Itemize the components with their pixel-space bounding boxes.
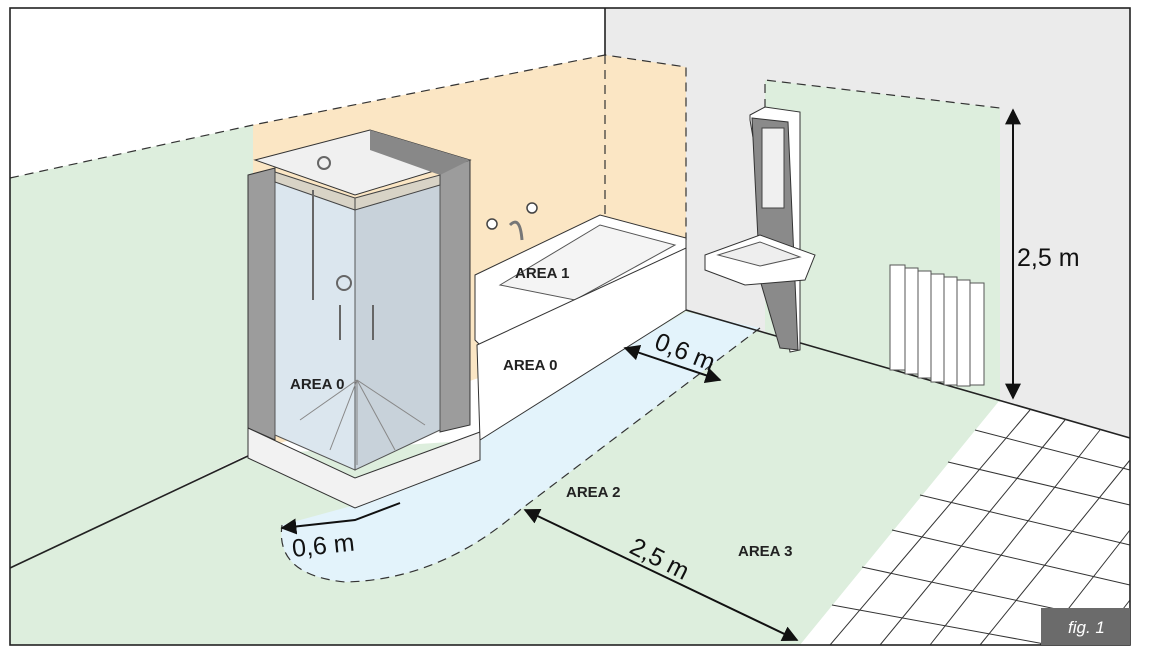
area-2-label: AREA 2 (566, 484, 620, 501)
shower-clearance-arrow (280, 502, 401, 535)
figure-caption: fig. 1 (1068, 618, 1105, 637)
bathtub (474, 202, 687, 441)
area-3-left-wall (10, 125, 253, 568)
height-dimension-label: 2,5 m (1017, 244, 1080, 272)
radiator (889, 264, 985, 387)
washbasin (704, 106, 816, 353)
figure-caption-box (1041, 608, 1130, 645)
shower-cabin (247, 129, 481, 509)
area-0-bath-label: AREA 0 (503, 357, 557, 374)
area-3-label: AREA 3 (738, 543, 792, 560)
shower-clearance-label: 0,6 m (291, 529, 356, 563)
area3-width-arrow (523, 508, 799, 642)
area-0-shower-label: AREA 0 (290, 376, 344, 393)
bath-clearance-arrow (623, 345, 722, 383)
area-1-label: AREA 1 (515, 265, 569, 282)
